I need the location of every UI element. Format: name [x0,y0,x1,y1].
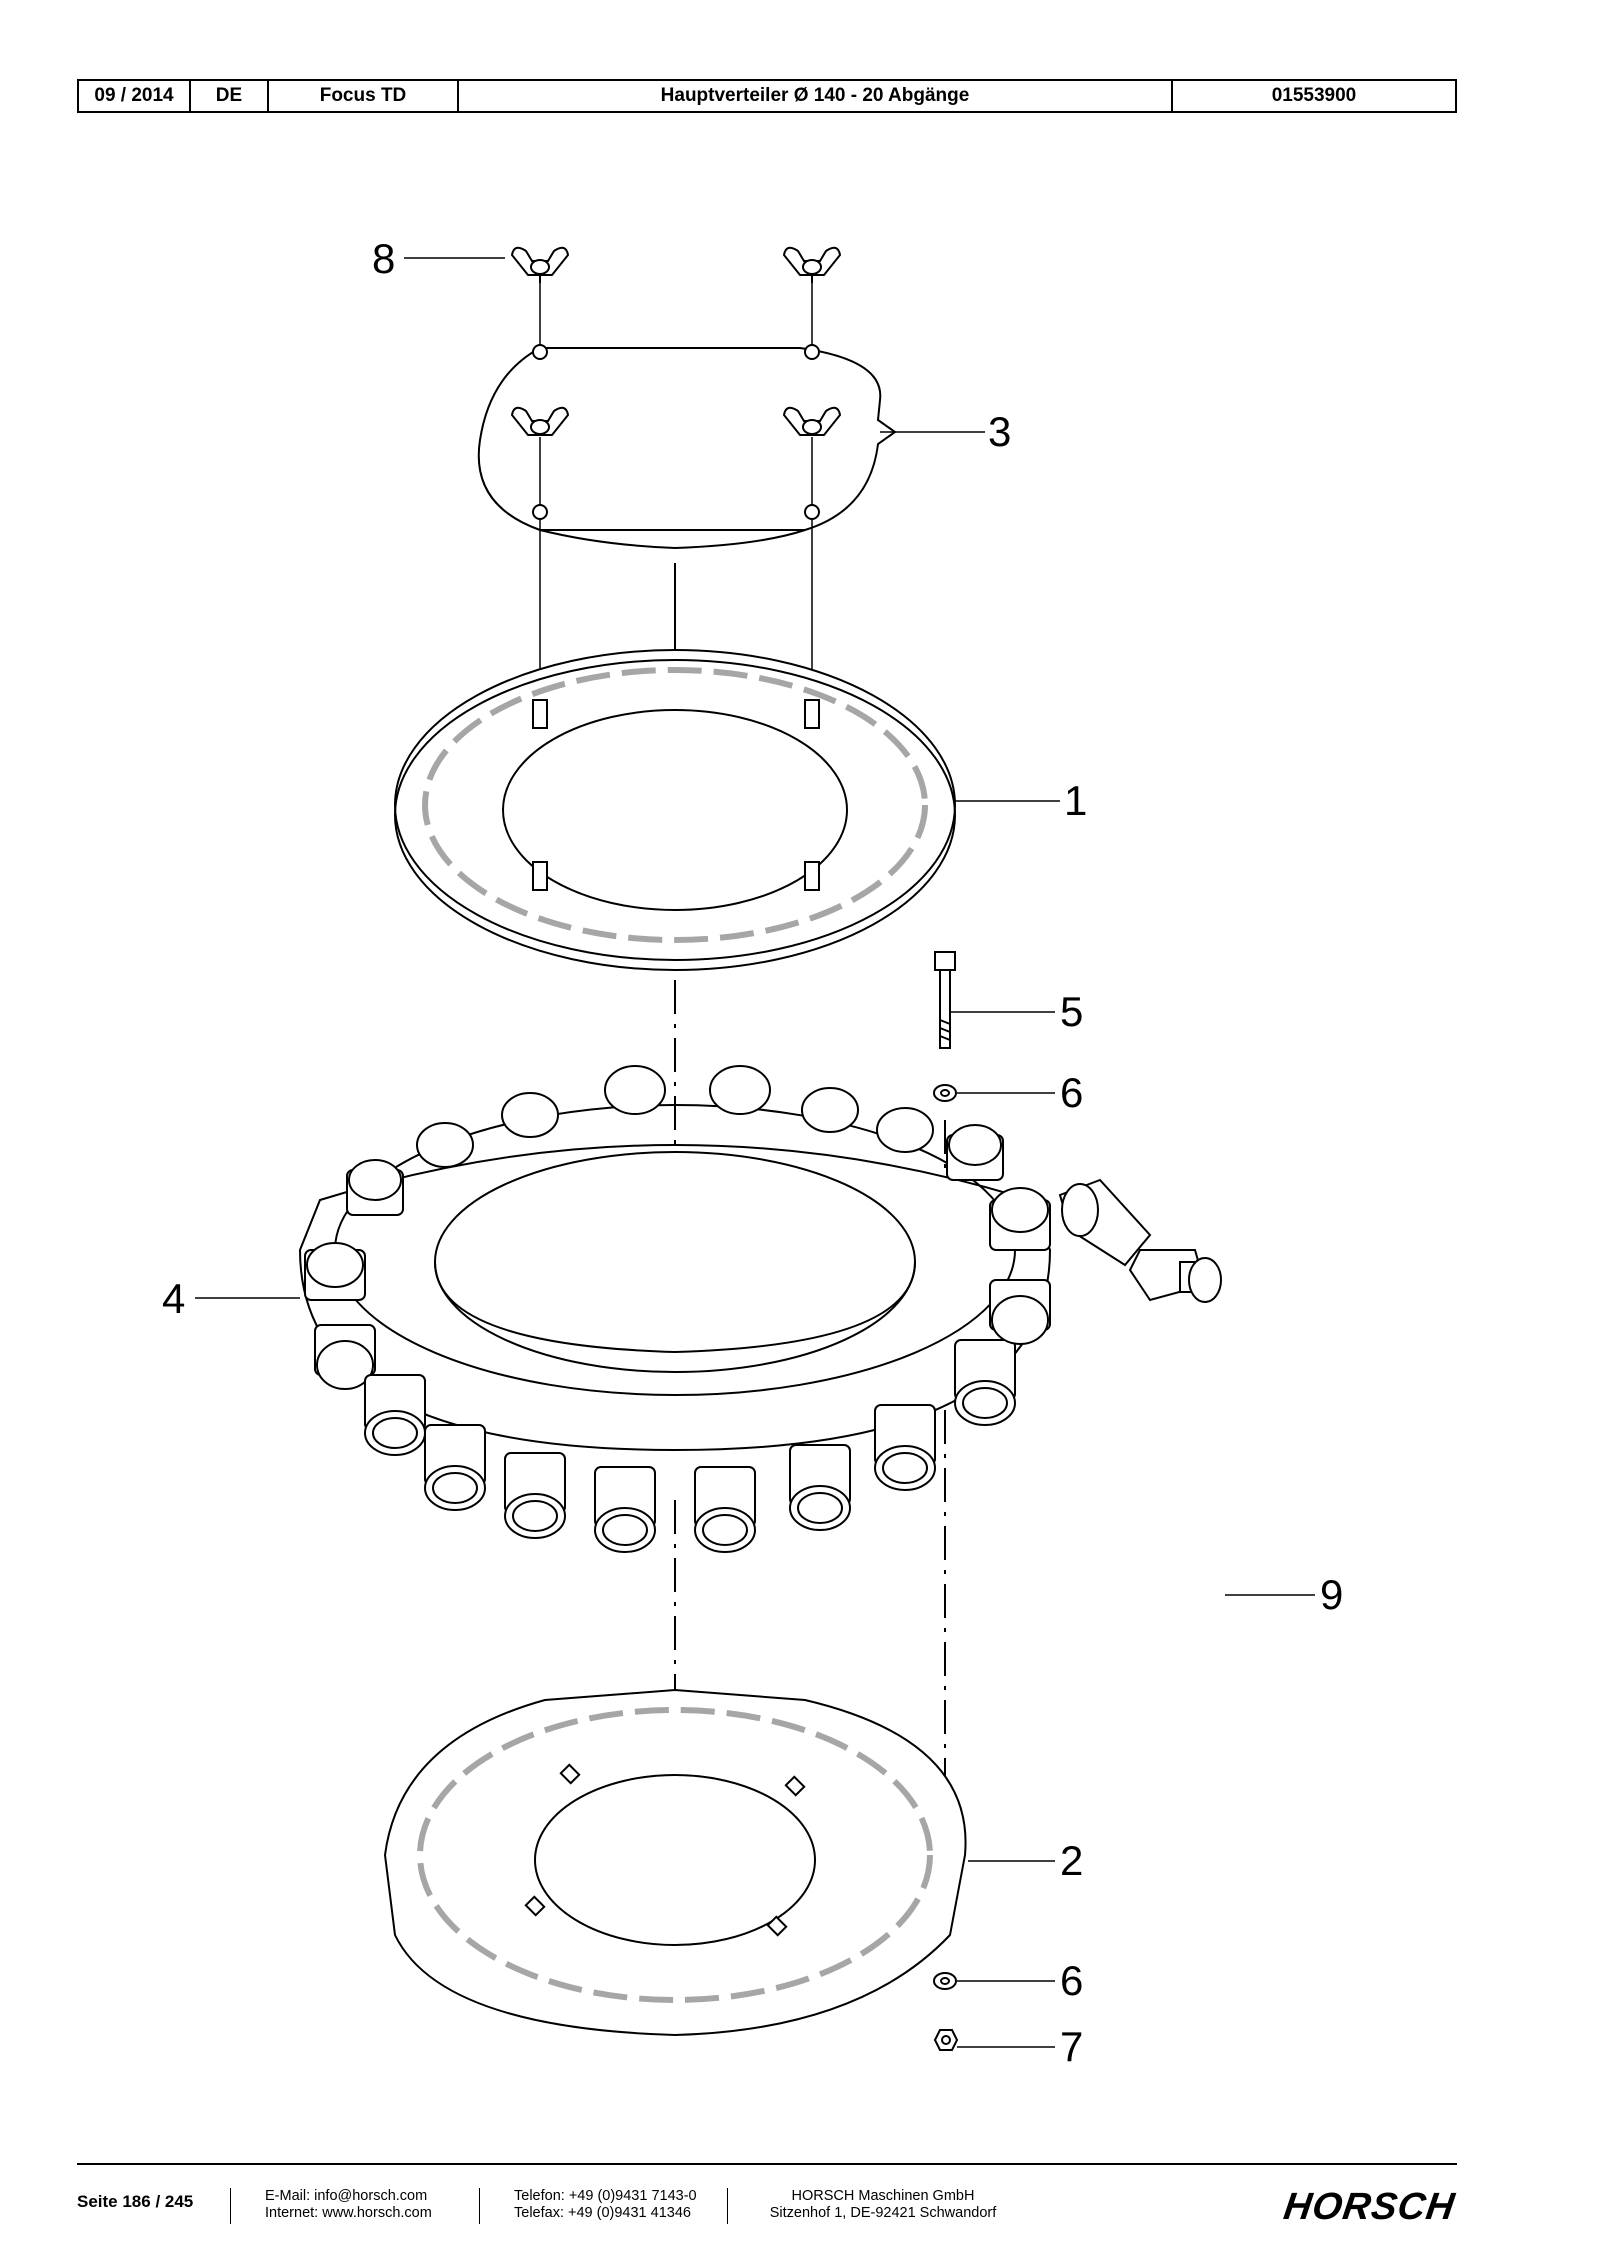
part-3-cover-plate [477,344,897,550]
footer-separator [230,2188,231,2224]
part-6-washer-top [933,1084,957,1102]
footer-contact-phone: Telefon: +49 (0)9431 7143-0 Telefax: +49… [514,2188,697,2222]
part-2-lower-ring [383,1688,967,2037]
header-date: 09 / 2014 [79,81,191,111]
footer-phone: Telefon: +49 (0)9431 7143-0 [514,2188,697,2204]
part-6-washer-bottom [933,1972,957,1990]
part-9-plug [1058,1178,1222,1303]
callout-7: 7 [1060,2023,1083,2070]
callout-3: 3 [988,408,1011,455]
callout-9: 9 [1320,1571,1343,1618]
footer-separator [479,2188,480,2224]
footer-contact-web: E-Mail: info@horsch.com Internet: www.ho… [265,2188,432,2222]
header-table: 09 / 2014 DE Focus TD Hauptverteiler Ø 1… [77,79,1457,113]
footer-separator [727,2188,728,2224]
footer-company: HORSCH Maschinen GmbH [791,2188,975,2204]
header-model: Focus TD [269,81,459,111]
leader-lines [195,257,1315,2048]
footer-rule [77,2163,1457,2165]
horsch-logo: HORSCH [1281,2186,1459,2228]
callout-2: 2 [1060,1837,1083,1884]
footer: Seite 186 / 245 E-Mail: info@horsch.com … [77,2186,1459,2248]
header-title: Hauptverteiler Ø 140 - 20 Abgänge [459,81,1173,111]
footer-address: Sitzenhof 1, DE-92421 Schwandorf [769,2205,997,2221]
footer-fax: Telefax: +49 (0)9431 41346 [514,2205,691,2221]
part-5-bolt [934,951,956,1049]
part-7-nut [933,2029,959,2051]
callout-1: 1 [1064,777,1087,824]
callout-4: 4 [162,1275,185,1322]
footer-email: E-Mail: info@horsch.com [265,2188,428,2204]
callout-6-bottom: 6 [1060,1957,1083,2004]
callout-8: 8 [372,235,395,282]
part-4-outlets [304,1065,1051,1553]
header-part-number: 01553900 [1271,85,1357,106]
callout-5: 5 [1060,988,1083,1035]
header-language: DE [191,81,269,111]
footer-page-number: Seite 186 / 245 [77,2192,194,2211]
footer-company-block: HORSCH Maschinen GmbH Sitzenhof 1, DE-92… [763,2188,1003,2222]
part-1-upper-ring [394,649,956,971]
callout-6-top: 6 [1060,1069,1083,1116]
part-8-wing-nuts [510,246,842,436]
footer-internet: Internet: www.horsch.com [265,2205,432,2221]
